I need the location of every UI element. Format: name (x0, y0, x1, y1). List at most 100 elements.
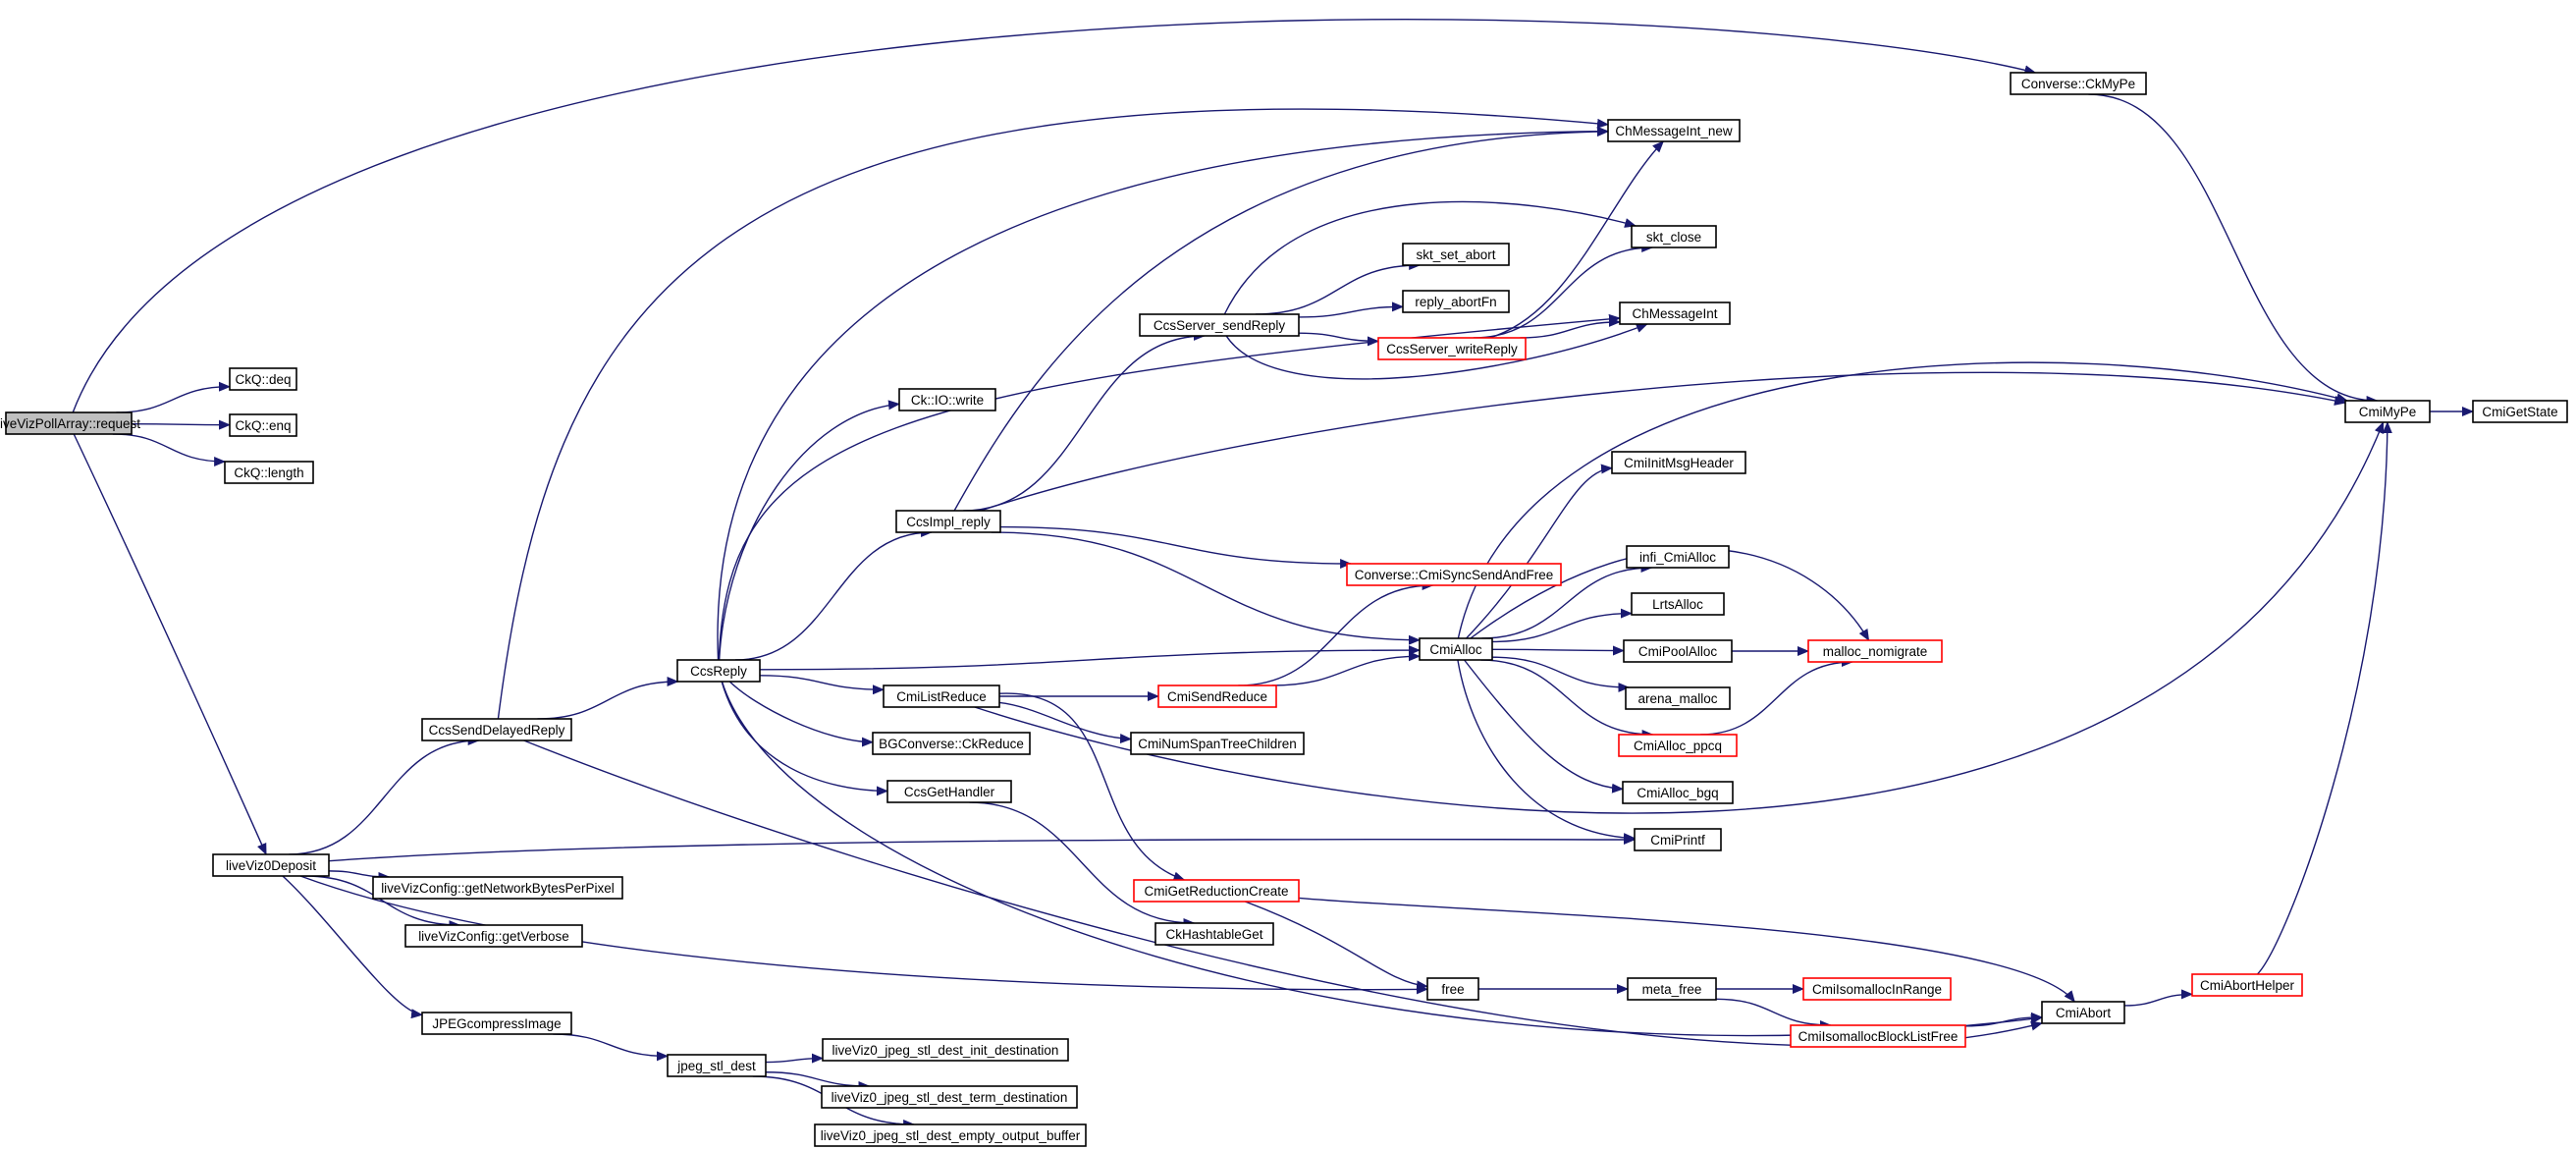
node-layer: liveVizPollArray::request CkQ::deqCkQ::en… (0, 72, 2568, 1147)
node-cmi_send_reduce[interactable]: CmiSendReduce (1157, 685, 1277, 708)
node-box (5, 411, 133, 435)
node-box (229, 413, 297, 437)
node-box (1157, 685, 1277, 708)
node-box (1402, 243, 1510, 266)
node-jpeg_stl_dest[interactable]: jpeg_stl_dest (667, 1054, 767, 1077)
node-label: CmiInitMsgHeader (1624, 456, 1734, 470)
node-box (1634, 828, 1722, 851)
node-chmessageint[interactable]: ChMessageInt (1619, 301, 1731, 325)
node-lv_term_dest[interactable]: liveViz0_jpeg_stl_dest_term_destination (821, 1085, 1078, 1109)
node-liveviz0deposit[interactable]: liveViz0Deposit (212, 853, 330, 877)
node-ccs_reply[interactable]: CcsReply (676, 659, 761, 683)
node-lvc_netbytes[interactable]: liveVizConfig::getNetworkBytesPerPixel (372, 876, 623, 900)
node-box (421, 1012, 572, 1035)
node-cmi_alloc[interactable]: CmiAlloc (1419, 637, 1493, 661)
node-lrts_alloc[interactable]: LrtsAlloc (1631, 592, 1725, 616)
node-free[interactable]: free (1426, 977, 1479, 1001)
edge-ccs_reply-to-ck_io_write (718, 400, 900, 661)
node-ck_io_write[interactable]: Ck::IO::write (898, 388, 996, 411)
node-reply_abortfn[interactable]: reply_abortFn (1402, 290, 1510, 313)
node-cmi_alloc_ppcq[interactable]: CmiAlloc_ppcq (1618, 734, 1738, 757)
node-box (1419, 637, 1493, 661)
node-cmi_init_msg_header[interactable]: CmiInitMsgHeader (1611, 451, 1746, 474)
node-infi_cmialloc[interactable]: infi_CmiAlloc (1626, 545, 1730, 569)
node-lv_empty_buf[interactable]: liveViz0_jpeg_stl_dest_empty_output_buff… (814, 1123, 1087, 1147)
node-box (229, 367, 297, 391)
node-chmessageint_new[interactable]: ChMessageInt_new (1607, 119, 1741, 142)
edge-ccs_reply-to-cmi_list_reduce (759, 675, 885, 695)
node-ccs_server_write_reply[interactable]: CcsServer_writeReply (1377, 337, 1527, 360)
node-box (2010, 72, 2147, 95)
node-cmi_mype[interactable]: CmiMyPe (2344, 400, 2431, 423)
node-meta_free[interactable]: meta_free (1627, 977, 1717, 1001)
edge-jpeg_compress-to-jpeg_stl_dest (553, 1033, 669, 1062)
node-cmi_alloc_bgq[interactable]: CmiAlloc_bgq (1622, 781, 1734, 804)
node-box (895, 510, 1001, 533)
node-box (224, 461, 314, 484)
node-ccs_impl_reply[interactable]: CcsImpl_reply (895, 510, 1001, 533)
node-ccs_server_send_reply[interactable]: CcsServer_sendReply (1139, 313, 1300, 337)
node-label: Converse::CmiSyncSendAndFree (1355, 568, 1554, 582)
node-bg_ckreduce[interactable]: BGConverse::CkReduce (872, 732, 1031, 755)
edge-cmi_send_reduce-to-converse_cmisyncsend (1238, 580, 1434, 686)
node-cmi_printf[interactable]: CmiPrintf (1634, 828, 1722, 851)
node-cmi_num_span[interactable]: CmiNumSpanTreeChildren (1130, 732, 1305, 755)
node-label: CmiNumSpanTreeChildren (1138, 737, 1297, 751)
node-jpeg_compress[interactable]: JPEGcompressImage (421, 1012, 572, 1035)
node-box (1618, 734, 1738, 757)
node-cmi_abort_helper[interactable]: CmiAbortHelper (2191, 973, 2303, 997)
node-cmi_abort[interactable]: CmiAbort (2041, 1001, 2125, 1024)
node-cmi_isomalloc_inrange[interactable]: CmiIsomallocInRange (1802, 977, 1952, 1001)
node-arena_malloc[interactable]: arena_malloc (1625, 686, 1731, 710)
edge-ccs_server_send_reply-to-chmessageint (1225, 323, 1648, 380)
node-lv_init_dest[interactable]: liveViz0_jpeg_stl_dest_init_destination (822, 1038, 1069, 1062)
edge-cmi_alloc-to-cmi_init_msg_header (1466, 464, 1613, 639)
node-cmi_list_reduce[interactable]: CmiListReduce (883, 685, 1000, 708)
edge-cmi_alloc-to-lrts_alloc (1491, 608, 1633, 643)
node-label: CmiAlloc_bgq (1637, 786, 1718, 800)
node-cmi_get_state[interactable]: CmiGetState (2472, 400, 2568, 423)
edge-cmi_alloc-to-cmi_alloc_bgq (1464, 659, 1624, 794)
edge-meta_free-to-cmi_isomalloc_blocklistfree (1715, 998, 1832, 1030)
node-box (2472, 400, 2568, 423)
edge-converse_ckmype-to-cmi_mype (2088, 93, 2379, 406)
node-box (1130, 732, 1305, 755)
node-label: reply_abortFn (1415, 295, 1496, 309)
node-ckq_length[interactable]: CkQ::length (224, 461, 314, 484)
edge-cmi_alloc-to-arena_malloc (1491, 656, 1631, 692)
node-box (1626, 545, 1730, 569)
node-cmi_pool_alloc[interactable]: CmiPoolAlloc (1623, 639, 1733, 663)
node-skt_set_abort[interactable]: skt_set_abort (1402, 243, 1510, 266)
edge-ccs_server_write_reply-to-chmessageint_new (1488, 140, 1665, 339)
node-box (404, 924, 583, 948)
node-skt_close[interactable]: skt_close (1631, 225, 1717, 248)
node-box (1631, 225, 1717, 248)
edge-ccs_get_handler-to-ck_hashtable_get (969, 801, 1196, 928)
node-lvc_verbose[interactable]: liveVizConfig::getVerbose (404, 924, 583, 948)
node-malloc_nomigrate[interactable]: malloc_nomigrate (1807, 639, 1943, 663)
node-cmi_isomalloc_blocklistfree[interactable]: CmiIsomallocBlockListFree (1790, 1024, 1966, 1048)
node-converse_ckmype[interactable]: Converse::CkMyPe (2010, 72, 2147, 95)
node-box (1625, 686, 1731, 710)
node-converse_cmisyncsend[interactable]: Converse::CmiSyncSendAndFree (1346, 563, 1562, 586)
node-ck_hashtable_get[interactable]: CkHashtableGet (1154, 922, 1274, 946)
node-label: CkHashtableGet (1165, 927, 1262, 942)
edge-cmi_alloc-to-infi_cmialloc (1481, 563, 1653, 639)
node-root[interactable]: liveVizPollArray::request (0, 411, 140, 435)
node-ccs_get_handler[interactable]: CcsGetHandler (886, 780, 1012, 803)
node-ckq_deq[interactable]: CkQ::deq (229, 367, 297, 391)
edge-ccs_reply-to-cmi_alloc (759, 645, 1421, 671)
edge-liveviz0deposit-to-jpeg_compress (282, 875, 423, 1019)
edge-root-to-liveviz0deposit (73, 433, 267, 855)
node-label: CmiMyPe (2359, 405, 2417, 419)
node-box (1133, 879, 1300, 903)
node-ccs_send_delayed[interactable]: CcsSendDelayedReply (421, 718, 572, 741)
node-cmi_get_reduction_create[interactable]: CmiGetReductionCreate (1133, 879, 1300, 903)
node-box (1154, 922, 1274, 946)
node-label: liveViz0_jpeg_stl_dest_term_destination (832, 1090, 1068, 1105)
node-box (2041, 1001, 2125, 1024)
node-ckq_enq[interactable]: CkQ::enq (229, 413, 297, 437)
edge-cmi_alloc_ppcq-to-malloc_nomigrate (1700, 657, 1853, 736)
node-label: CmiGetState (2482, 405, 2557, 419)
node-box (1607, 119, 1741, 142)
